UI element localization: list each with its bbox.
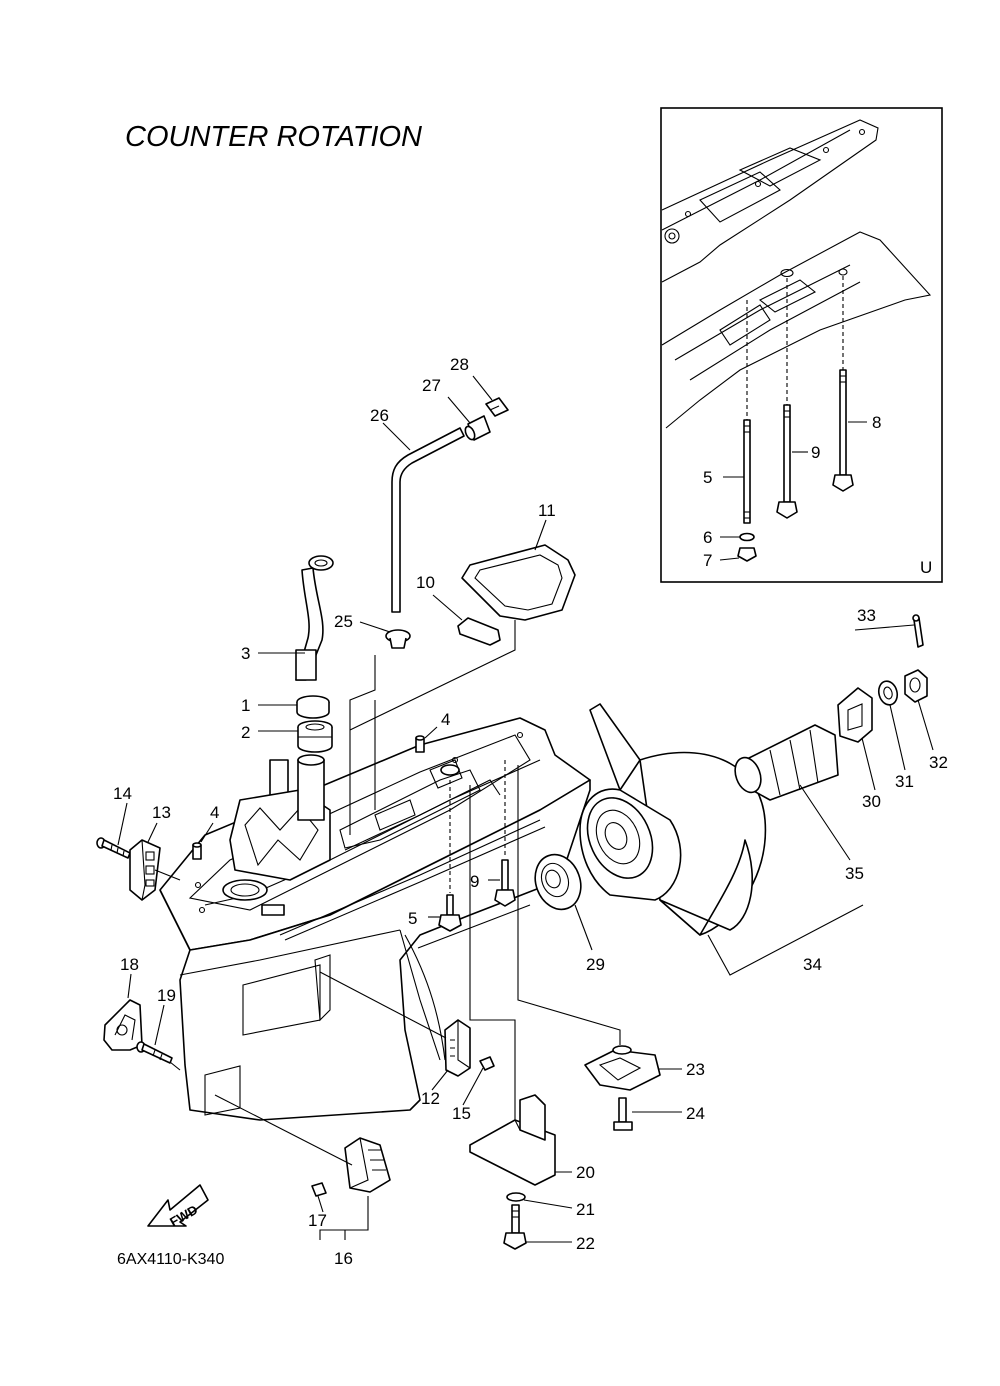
- callout-9-inset: 9: [811, 443, 820, 462]
- anode-13: [129, 839, 161, 901]
- callout-4-left: 4: [210, 803, 219, 822]
- inset-letter: U: [920, 558, 932, 577]
- plate-10: [457, 617, 501, 646]
- callout-26: 26: [370, 406, 389, 425]
- callout-25: 25: [334, 612, 353, 631]
- callout-9: 9: [470, 872, 479, 891]
- callout-19: 19: [157, 986, 176, 1005]
- casing-gear-housing: [159, 779, 591, 1121]
- bolt-5-main: [438, 894, 462, 932]
- inset-frame: [660, 107, 943, 583]
- bolt-14: [96, 837, 131, 859]
- plate-12: [444, 1019, 471, 1077]
- drawing-code: 6AX4110-K340: [117, 1251, 224, 1268]
- fwd-arrow: FWD: [147, 1184, 209, 1230]
- anode-tab: [261, 904, 285, 916]
- callout-12: 12: [421, 1089, 440, 1108]
- bolt-9-main: [494, 859, 516, 907]
- inset-detail-u: 8 9 5 6 7 U: [660, 107, 943, 583]
- callout-21: 21: [576, 1200, 595, 1219]
- gasket-11: [461, 544, 576, 621]
- grommet-1: [296, 695, 330, 719]
- callout-33: 33: [857, 606, 876, 625]
- callout-23: 23: [686, 1060, 705, 1079]
- callout-29: 29: [586, 955, 605, 974]
- callout-8-inset: 8: [872, 413, 881, 432]
- water-tube-3: [295, 555, 334, 681]
- cotter-pin-33: [912, 614, 924, 648]
- lower-casing: [159, 717, 591, 1121]
- callout-30: 30: [862, 792, 881, 811]
- diagram-title: COUNTER ROTATION: [125, 121, 422, 153]
- thrust-washer-29: [534, 853, 582, 911]
- callout-10: 10: [416, 573, 435, 592]
- washer-31: [877, 680, 899, 706]
- callout-17: 17: [308, 1211, 327, 1230]
- callout-24: 24: [686, 1104, 705, 1123]
- spacer-35: [734, 724, 839, 801]
- nut-32: [904, 669, 928, 703]
- callout-20: 20: [576, 1163, 595, 1182]
- callout-16: 16: [334, 1249, 353, 1268]
- callout-5-inset: 5: [703, 468, 712, 487]
- callout-4-top: 4: [441, 710, 450, 729]
- callout-2: 2: [241, 723, 250, 742]
- washer-21: [506, 1192, 526, 1202]
- callout-27: 27: [422, 376, 441, 395]
- nut-15: [479, 1056, 495, 1071]
- inset-casing-top: [661, 119, 879, 283]
- callout-28: 28: [450, 355, 469, 374]
- callout-6-inset: 6: [703, 528, 712, 547]
- inset-bolt-9: [776, 404, 798, 519]
- propeller-34: [579, 703, 767, 936]
- inset-washer-6: [739, 532, 755, 542]
- washer-30: [837, 687, 873, 743]
- impeller-23: [584, 1045, 661, 1091]
- callout-22: 22: [576, 1234, 595, 1253]
- callout-5: 5: [408, 909, 417, 928]
- callout-31: 31: [895, 772, 914, 791]
- trim-tab-20: [469, 1094, 556, 1186]
- collar-27: [464, 415, 491, 441]
- clip-28: [485, 397, 509, 417]
- anode-18: [103, 999, 143, 1051]
- bolt-24: [613, 1097, 633, 1131]
- inset-bolt-8: [832, 369, 854, 492]
- callout-32: 32: [929, 753, 948, 772]
- hose-26: [391, 427, 465, 613]
- callout-18: 18: [120, 955, 139, 974]
- callout-13: 13: [152, 803, 171, 822]
- plate-16: [344, 1137, 391, 1193]
- callout-34: 34: [803, 955, 822, 974]
- leader-lines: [117, 375, 934, 1243]
- dowel-pin-4-top: [415, 735, 425, 753]
- water-tube-seat: [297, 759, 325, 821]
- callout-7-inset: 7: [703, 551, 712, 570]
- bolt-22: [503, 1204, 527, 1250]
- callout-11: 11: [538, 501, 556, 520]
- nut-17: [311, 1182, 327, 1197]
- callout-labels: 1 2 3 4 4 5 9 10 11 12 13 14 15 16 17 18…: [113, 355, 948, 1268]
- shaft-bore: [222, 879, 268, 901]
- callout-15: 15: [452, 1104, 471, 1123]
- seal-2: [297, 720, 333, 753]
- callout-1: 1: [241, 696, 250, 715]
- inset-nut-7: [737, 547, 757, 562]
- grommet-25: [385, 629, 411, 649]
- callout-35: 35: [845, 864, 864, 883]
- inset-stud-5: [743, 419, 751, 524]
- dowel-pin-4-left: [192, 842, 202, 860]
- bolt-19: [136, 1041, 173, 1064]
- callout-14: 14: [113, 784, 132, 803]
- callout-3: 3: [241, 644, 250, 663]
- inset-lower-casing: [661, 231, 932, 429]
